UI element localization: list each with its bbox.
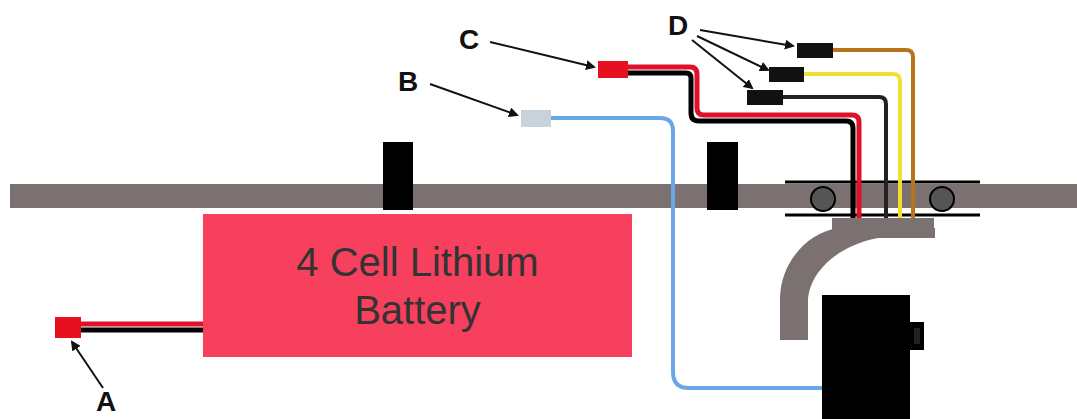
video-wire — [550, 118, 822, 388]
callout-letter: B — [398, 68, 418, 96]
connector-c — [598, 61, 628, 78]
camera-lens — [914, 328, 920, 344]
connector-d — [769, 67, 804, 82]
damper-ball — [930, 187, 954, 211]
battery-box: 4 Cell Lithium Battery — [203, 214, 632, 357]
callout-letter: D — [668, 12, 688, 40]
damper-ball — [811, 187, 835, 211]
callout-letter: A — [96, 388, 116, 416]
connector-d — [797, 43, 833, 58]
callout-letter: C — [459, 26, 479, 54]
post — [707, 142, 738, 210]
camera — [822, 295, 910, 419]
black-wire — [78, 328, 203, 333]
connector-d — [747, 90, 783, 105]
battery-body — [203, 214, 632, 357]
damper-plate — [785, 214, 980, 217]
connector-a — [55, 317, 81, 338]
leader-arrow — [430, 84, 517, 115]
red-wire — [626, 67, 859, 218]
red-wire — [78, 322, 203, 327]
gimbal-mount — [832, 218, 934, 232]
leader-arrow — [692, 40, 752, 88]
black-wire — [626, 73, 853, 218]
frame-bar — [10, 184, 1077, 208]
leader-arrow — [72, 342, 103, 388]
connector-b — [521, 110, 551, 127]
battery-label: 4 Cell Lithium Battery — [243, 238, 592, 334]
camera-lens — [908, 322, 924, 350]
signal-wire — [780, 97, 886, 218]
leader-arrow — [490, 42, 594, 67]
damper-plate — [785, 181, 980, 184]
post — [383, 142, 413, 210]
